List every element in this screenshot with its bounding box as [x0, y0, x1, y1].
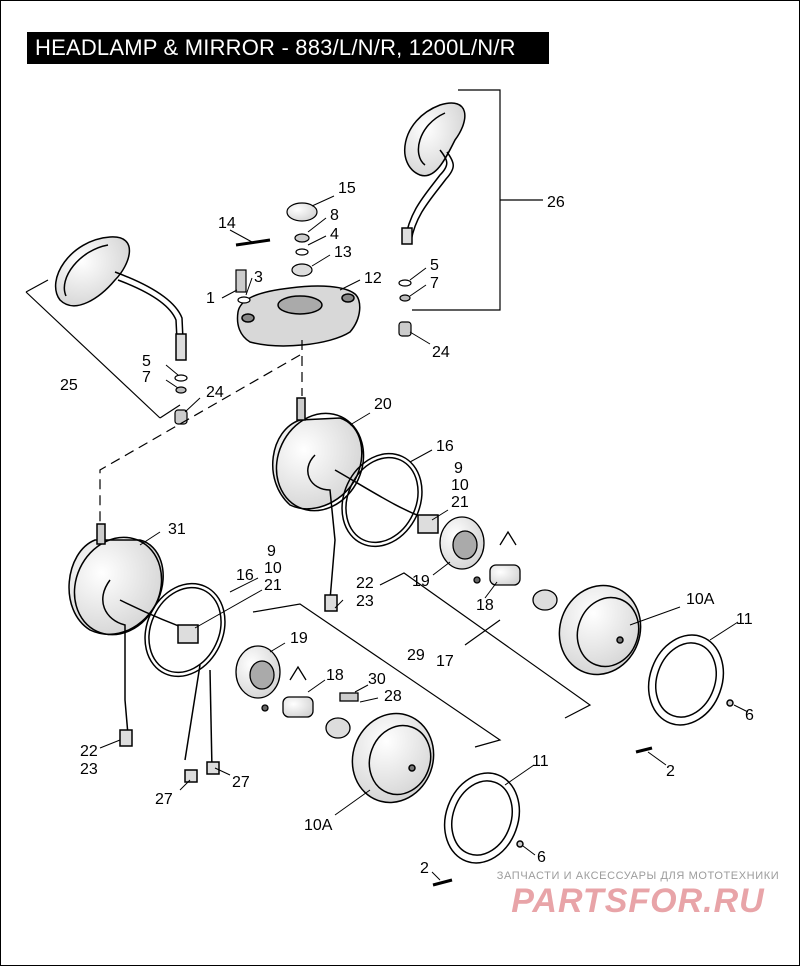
- watermark-brand-logo: PARTSFOR.RU: [511, 882, 765, 920]
- dashed-connection-lines: [99, 340, 303, 522]
- watermark: ЗАПЧАСТИ И АКСЕССУАРЫ ДЛЯ МОТОТЕХНИКИ PA…: [488, 870, 788, 920]
- callout-10-upper: 10: [451, 477, 469, 494]
- headlamp-housing-lower: [68, 523, 164, 747]
- callout-19-upper: 19: [412, 573, 430, 590]
- watermark-tagline: ЗАПЧАСТИ И АКСЕССУАРЫ ДЛЯ МОТОТЕХНИКИ: [496, 870, 780, 882]
- screws: [432, 699, 734, 887]
- callout-19-lower: 19: [290, 630, 308, 647]
- headlamp-housing-upper: [272, 397, 365, 612]
- callout-9-upper: 9: [454, 460, 463, 477]
- trim-ring-lower: [443, 772, 521, 864]
- callout-26: 26: [547, 194, 565, 211]
- callout-17: 17: [436, 653, 454, 670]
- bulb-assembly-lower: [235, 645, 359, 739]
- callout-3: 3: [254, 269, 263, 286]
- callout-2-lower: 2: [420, 860, 429, 877]
- callout-4: 4: [330, 226, 339, 243]
- callout-2-upper: 2: [666, 763, 675, 780]
- callout-7-left: 7: [142, 369, 151, 386]
- headlamp-lens-upper: [558, 584, 642, 676]
- mounting-bracket: [236, 285, 361, 347]
- callout-5-left: 5: [142, 353, 151, 370]
- gasket-lower: [119, 582, 226, 783]
- callout-31: 31: [168, 521, 186, 538]
- leader-lines: [99, 195, 749, 881]
- callout-22-upper: 22: [356, 575, 374, 592]
- mirror-right: [401, 102, 466, 245]
- callout-18-lower: 18: [326, 667, 344, 684]
- callout-5-right: 5: [430, 257, 439, 274]
- callout-16-lower: 16: [236, 567, 254, 584]
- callout-16-upper: 16: [436, 438, 454, 455]
- callout-6-upper: 6: [745, 707, 754, 724]
- callout-24-right: 24: [432, 344, 450, 361]
- callout-9-lower: 9: [267, 543, 276, 560]
- callout-29: 29: [407, 647, 425, 664]
- callout-labels: 15 14 8 4 13 3 1 12 26 5 7 24 25 5 7 24 …: [60, 180, 754, 877]
- callout-30: 30: [368, 671, 386, 688]
- callout-11-lower: 11: [532, 753, 549, 770]
- bulb-assembly-upper: [439, 516, 558, 611]
- callout-20: 20: [374, 396, 392, 413]
- headlamp-lens-lower: [351, 712, 435, 804]
- callout-27-left: 27: [155, 791, 173, 808]
- callout-14: 14: [218, 215, 236, 232]
- callout-13: 13: [334, 244, 352, 261]
- callout-10A-lower: 10A: [304, 817, 333, 834]
- callout-27-right: 27: [232, 774, 250, 791]
- callout-1: 1: [206, 290, 215, 307]
- diagram-title: HEADLAMP & MIRROR - 883/L/N/R, 1200L/N/R: [27, 32, 549, 64]
- callout-28: 28: [384, 688, 402, 705]
- callout-8: 8: [330, 207, 339, 224]
- callout-10-lower: 10: [264, 560, 282, 577]
- group-brackets: [25, 89, 592, 748]
- trim-ring-upper: [647, 634, 725, 726]
- callout-22-lower: 22: [80, 743, 98, 760]
- callout-10A-upper: 10A: [686, 591, 715, 608]
- callout-6-lower: 6: [537, 849, 546, 866]
- callout-21-lower: 21: [264, 577, 282, 594]
- callout-7-right: 7: [430, 275, 439, 292]
- callout-18-upper: 18: [476, 597, 494, 614]
- callout-15: 15: [338, 180, 356, 197]
- mirror-left: [54, 236, 187, 361]
- hardware-parts: [174, 202, 412, 425]
- callout-12: 12: [364, 270, 382, 287]
- callout-21-upper: 21: [451, 494, 469, 511]
- callout-23-lower: 23: [80, 761, 98, 778]
- callout-25: 25: [60, 377, 78, 394]
- callout-24-left: 24: [206, 384, 224, 401]
- callout-23-upper: 23: [356, 593, 374, 610]
- callout-11-upper: 11: [736, 611, 753, 628]
